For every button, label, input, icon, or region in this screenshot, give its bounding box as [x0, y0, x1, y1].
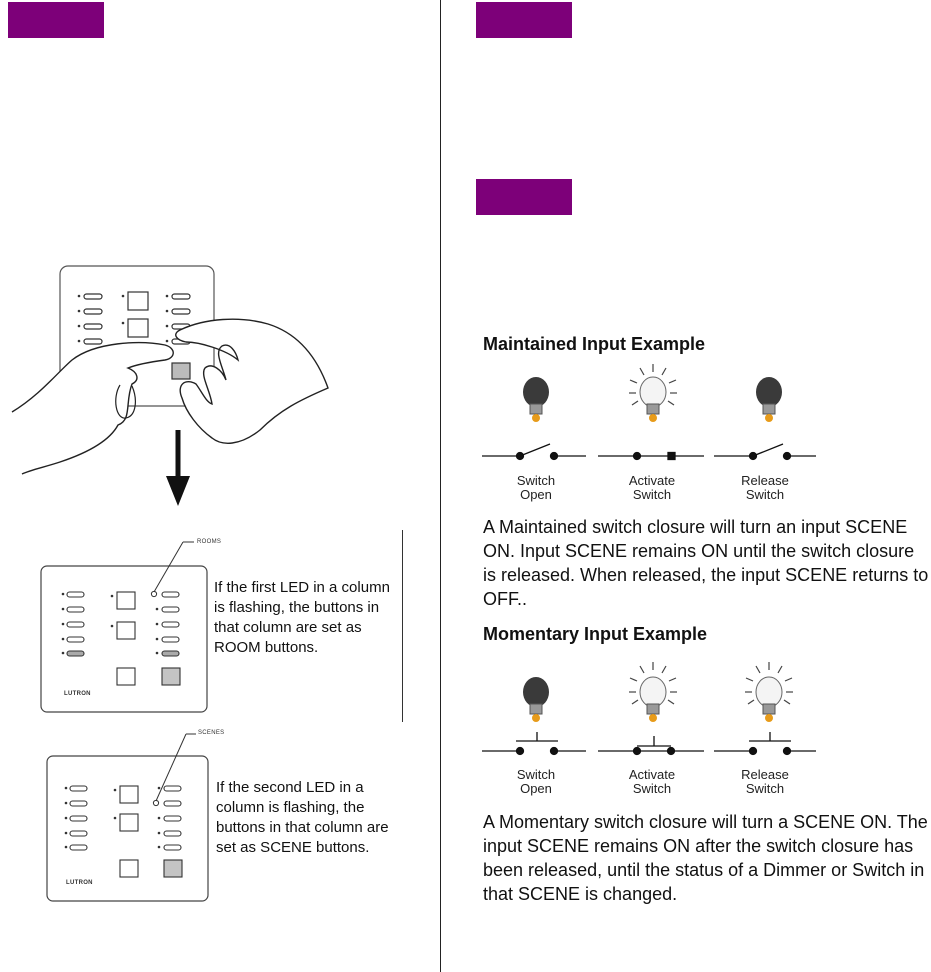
momentary-caption-2: Activate Switch [628, 767, 676, 796]
momentary-caption-3: Release Switch [741, 767, 789, 796]
column-divider [440, 0, 441, 972]
hands-pressing-keypad-illustration [11, 265, 329, 506]
momentary-heading: Momentary Input Example [483, 624, 708, 644]
section-tab-right-top [476, 2, 572, 38]
margin-rule [402, 530, 403, 722]
keypad-panel-scenes [46, 733, 209, 902]
rooms-panel-brand: LUTRON [64, 691, 91, 697]
momentary-description: A Momentary switch closure will turn a S… [483, 812, 928, 904]
keypad-panel-rooms [40, 541, 208, 713]
momentary-caption-1: Switch Open [516, 767, 556, 796]
maintained-description: A Maintained switch closure will turn an… [483, 517, 929, 609]
scenes-panel-brand: LUTRON [66, 880, 93, 886]
maintained-switch-diagram [482, 364, 816, 461]
bulb-on-icon [629, 364, 677, 422]
section-tab-left [8, 2, 104, 38]
bulb-on-icon [745, 662, 793, 722]
bulb-on-icon [629, 662, 677, 722]
maintained-caption-3: Release Switch [741, 473, 789, 502]
momentary-switch-diagram [482, 662, 816, 756]
bulb-off-icon [523, 677, 549, 722]
section-tab-right-middle [476, 179, 572, 215]
bulb-off-icon [756, 377, 782, 422]
maintained-caption-2: Activate Switch [628, 473, 676, 502]
maintained-heading: Maintained Input Example [483, 334, 706, 354]
maintained-caption-1: Switch Open [516, 473, 556, 502]
rooms-panel-note: If the first LED in a column is flashing… [214, 579, 390, 656]
rooms-callout-label: ROOMS [197, 539, 222, 545]
scenes-panel-note: If the second LED in a column is flashin… [216, 779, 389, 856]
bulb-off-icon [523, 377, 549, 422]
scenes-callout-label: SCENES [198, 730, 225, 736]
